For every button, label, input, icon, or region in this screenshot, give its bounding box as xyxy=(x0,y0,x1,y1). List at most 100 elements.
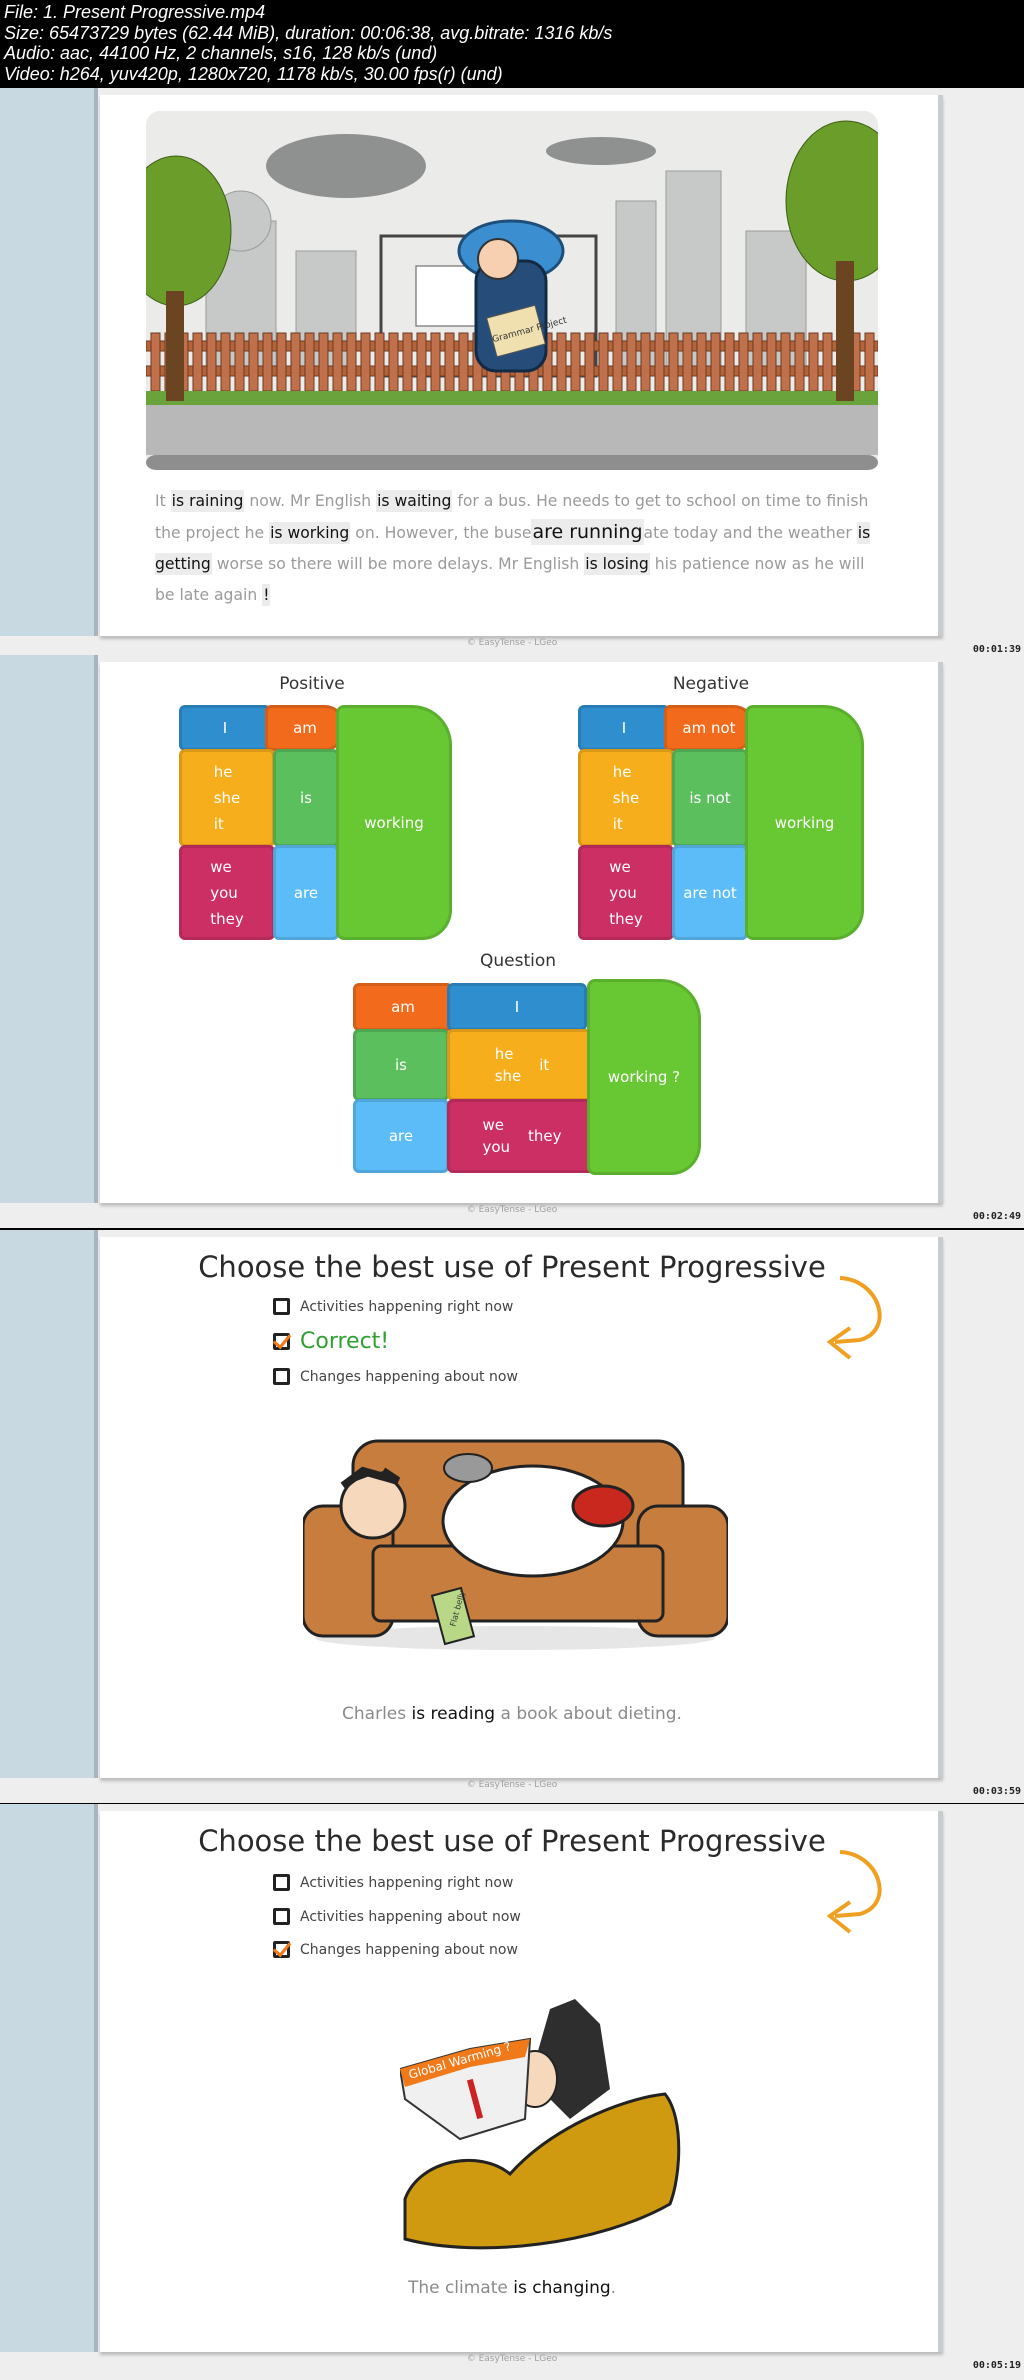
option-label: Changes happening about now xyxy=(300,1368,518,1385)
checkbox[interactable] xyxy=(273,1908,290,1925)
fence-picket xyxy=(402,332,413,392)
piece-verb-am: am xyxy=(353,983,453,1031)
verb-highlight: is waiting xyxy=(376,490,453,512)
subject-we-you: we you xyxy=(482,1116,511,1156)
text-segment: It xyxy=(155,492,171,510)
subject-they: they xyxy=(528,1127,562,1145)
curved-arrow-icon xyxy=(826,1276,882,1360)
checkbox-checked[interactable] xyxy=(273,1941,290,1958)
piece-verb-is: is xyxy=(353,1029,449,1101)
man-on-sofa-illustration: Flat belly xyxy=(303,1439,728,1650)
fence-picket xyxy=(318,332,329,392)
fence-picket xyxy=(262,332,273,392)
fence-picket xyxy=(332,332,343,392)
video-frame-4: Choose the best use of Present Progressi… xyxy=(0,1804,1024,2380)
checkbox[interactable] xyxy=(273,1368,290,1385)
quiz-title: Choose the best use of Present Progressi… xyxy=(198,1250,826,1284)
piece-working: working xyxy=(745,705,864,940)
example-caption: Charles is reading a book about dieting. xyxy=(0,1704,1024,1724)
video-frame-2: Positive Negative Question I am he she i… xyxy=(0,655,1024,1229)
fence-picket xyxy=(234,332,245,392)
checkbox[interactable] xyxy=(273,1298,290,1315)
piece-subject-we-you-they: we you they xyxy=(179,845,275,940)
verb-highlight: is losing xyxy=(584,553,650,575)
fence-picket xyxy=(416,332,427,392)
option-label: Activities happening about now xyxy=(300,1908,521,1925)
timestamp: 00:01:39 xyxy=(972,644,1021,655)
file-name: File: 1. Present Progressive.mp4 xyxy=(4,2,266,22)
piece-subject-he-she-it: he she it xyxy=(179,749,275,847)
quiz-option[interactable]: Changes happening about now xyxy=(273,1368,518,1385)
copyright-footer: © EasyTense - LGeo xyxy=(466,2354,558,2364)
negative-title: Negative xyxy=(672,674,750,694)
side-panel xyxy=(0,1804,98,2352)
fence-picket xyxy=(780,332,791,392)
fence-picket xyxy=(598,332,609,392)
fence-picket xyxy=(738,332,749,392)
fence-picket xyxy=(360,332,371,392)
fence-picket xyxy=(668,332,679,392)
file-info-header: File: 1. Present Progressive.mp4 Size: 6… xyxy=(0,0,1024,88)
fence-picket xyxy=(458,332,469,392)
quiz-option-correct[interactable]: Changes happening about now xyxy=(273,1941,518,1958)
piece-subject-we-you-they: we you they xyxy=(578,845,674,940)
fence-picket xyxy=(374,332,385,392)
fence-picket xyxy=(864,332,875,392)
caption-text: . xyxy=(610,2278,617,2298)
text-segment: ate today and the weather xyxy=(643,524,857,542)
piece-verb-are: are xyxy=(273,845,339,940)
fence-picket xyxy=(752,332,763,392)
fence-picket xyxy=(696,332,707,392)
fence-picket xyxy=(206,332,217,392)
piece-working: working xyxy=(336,705,452,940)
quiz-option[interactable]: Activities happening right now xyxy=(273,1874,513,1891)
quiz-option-correct[interactable]: Correct! xyxy=(273,1329,389,1354)
timestamp: 00:02:49 xyxy=(972,1211,1021,1222)
piece-verb-is-not: is not xyxy=(672,749,748,847)
quiz-option[interactable]: Activities happening about now xyxy=(273,1908,521,1925)
piece-subject-i: I xyxy=(447,983,587,1031)
copyright-footer: © EasyTense - LGeo xyxy=(466,1780,558,1790)
text-segment: now. Mr English xyxy=(244,492,377,510)
fence-picket xyxy=(612,332,623,392)
fence-picket xyxy=(710,332,721,392)
option-label: Changes happening about now xyxy=(300,1941,518,1958)
checkbox[interactable] xyxy=(273,1874,290,1891)
fence-picket xyxy=(570,332,581,392)
fence-picket xyxy=(654,332,665,392)
quiz-title: Choose the best use of Present Progressi… xyxy=(198,1824,826,1858)
fence-picket xyxy=(808,332,819,392)
fence-picket xyxy=(794,332,805,392)
piece-verb-am: am xyxy=(265,705,345,751)
verb-highlight: are running xyxy=(531,519,644,545)
curved-arrow-icon xyxy=(826,1850,882,1934)
video-info: Video: h264, yuv420p, 1280x720, 1178 kb/… xyxy=(4,63,503,84)
side-panel xyxy=(0,655,98,1203)
option-label: Activities happening right now xyxy=(300,1874,514,1891)
piece-working-question: working ? xyxy=(587,979,701,1175)
fence-picket xyxy=(220,332,231,392)
fence-picket xyxy=(276,332,287,392)
quiz-option[interactable]: Activities happening right now xyxy=(273,1298,513,1315)
piece-verb-are: are xyxy=(353,1099,449,1173)
rainy-bus-stop-illustration: Grammar Project xyxy=(146,111,878,470)
checkbox-checked[interactable] xyxy=(273,1333,290,1350)
fence-picket xyxy=(388,332,399,392)
piece-subject-i: I xyxy=(179,705,271,751)
piece-subject-i: I xyxy=(578,705,670,751)
piece-verb-is: is xyxy=(273,749,339,847)
man-reading-newspaper-illustration: Global Warming ? xyxy=(400,1999,681,2250)
timestamp: 00:03:59 xyxy=(972,1786,1021,1797)
fence-picket xyxy=(584,332,595,392)
question-title: Question xyxy=(479,951,557,971)
fence-picket xyxy=(724,332,735,392)
piece-verb-are-not: are not xyxy=(672,845,748,940)
piece-subject-we-you-they: we you they xyxy=(447,1099,597,1173)
text-segment: his patience now as he will be late agai… xyxy=(155,555,865,604)
fence-picket xyxy=(430,332,441,392)
caption-text: The climate xyxy=(407,2278,514,2298)
side-panel xyxy=(0,1230,98,1778)
fence-picket xyxy=(304,332,315,392)
caption-verb: is reading xyxy=(411,1704,496,1724)
